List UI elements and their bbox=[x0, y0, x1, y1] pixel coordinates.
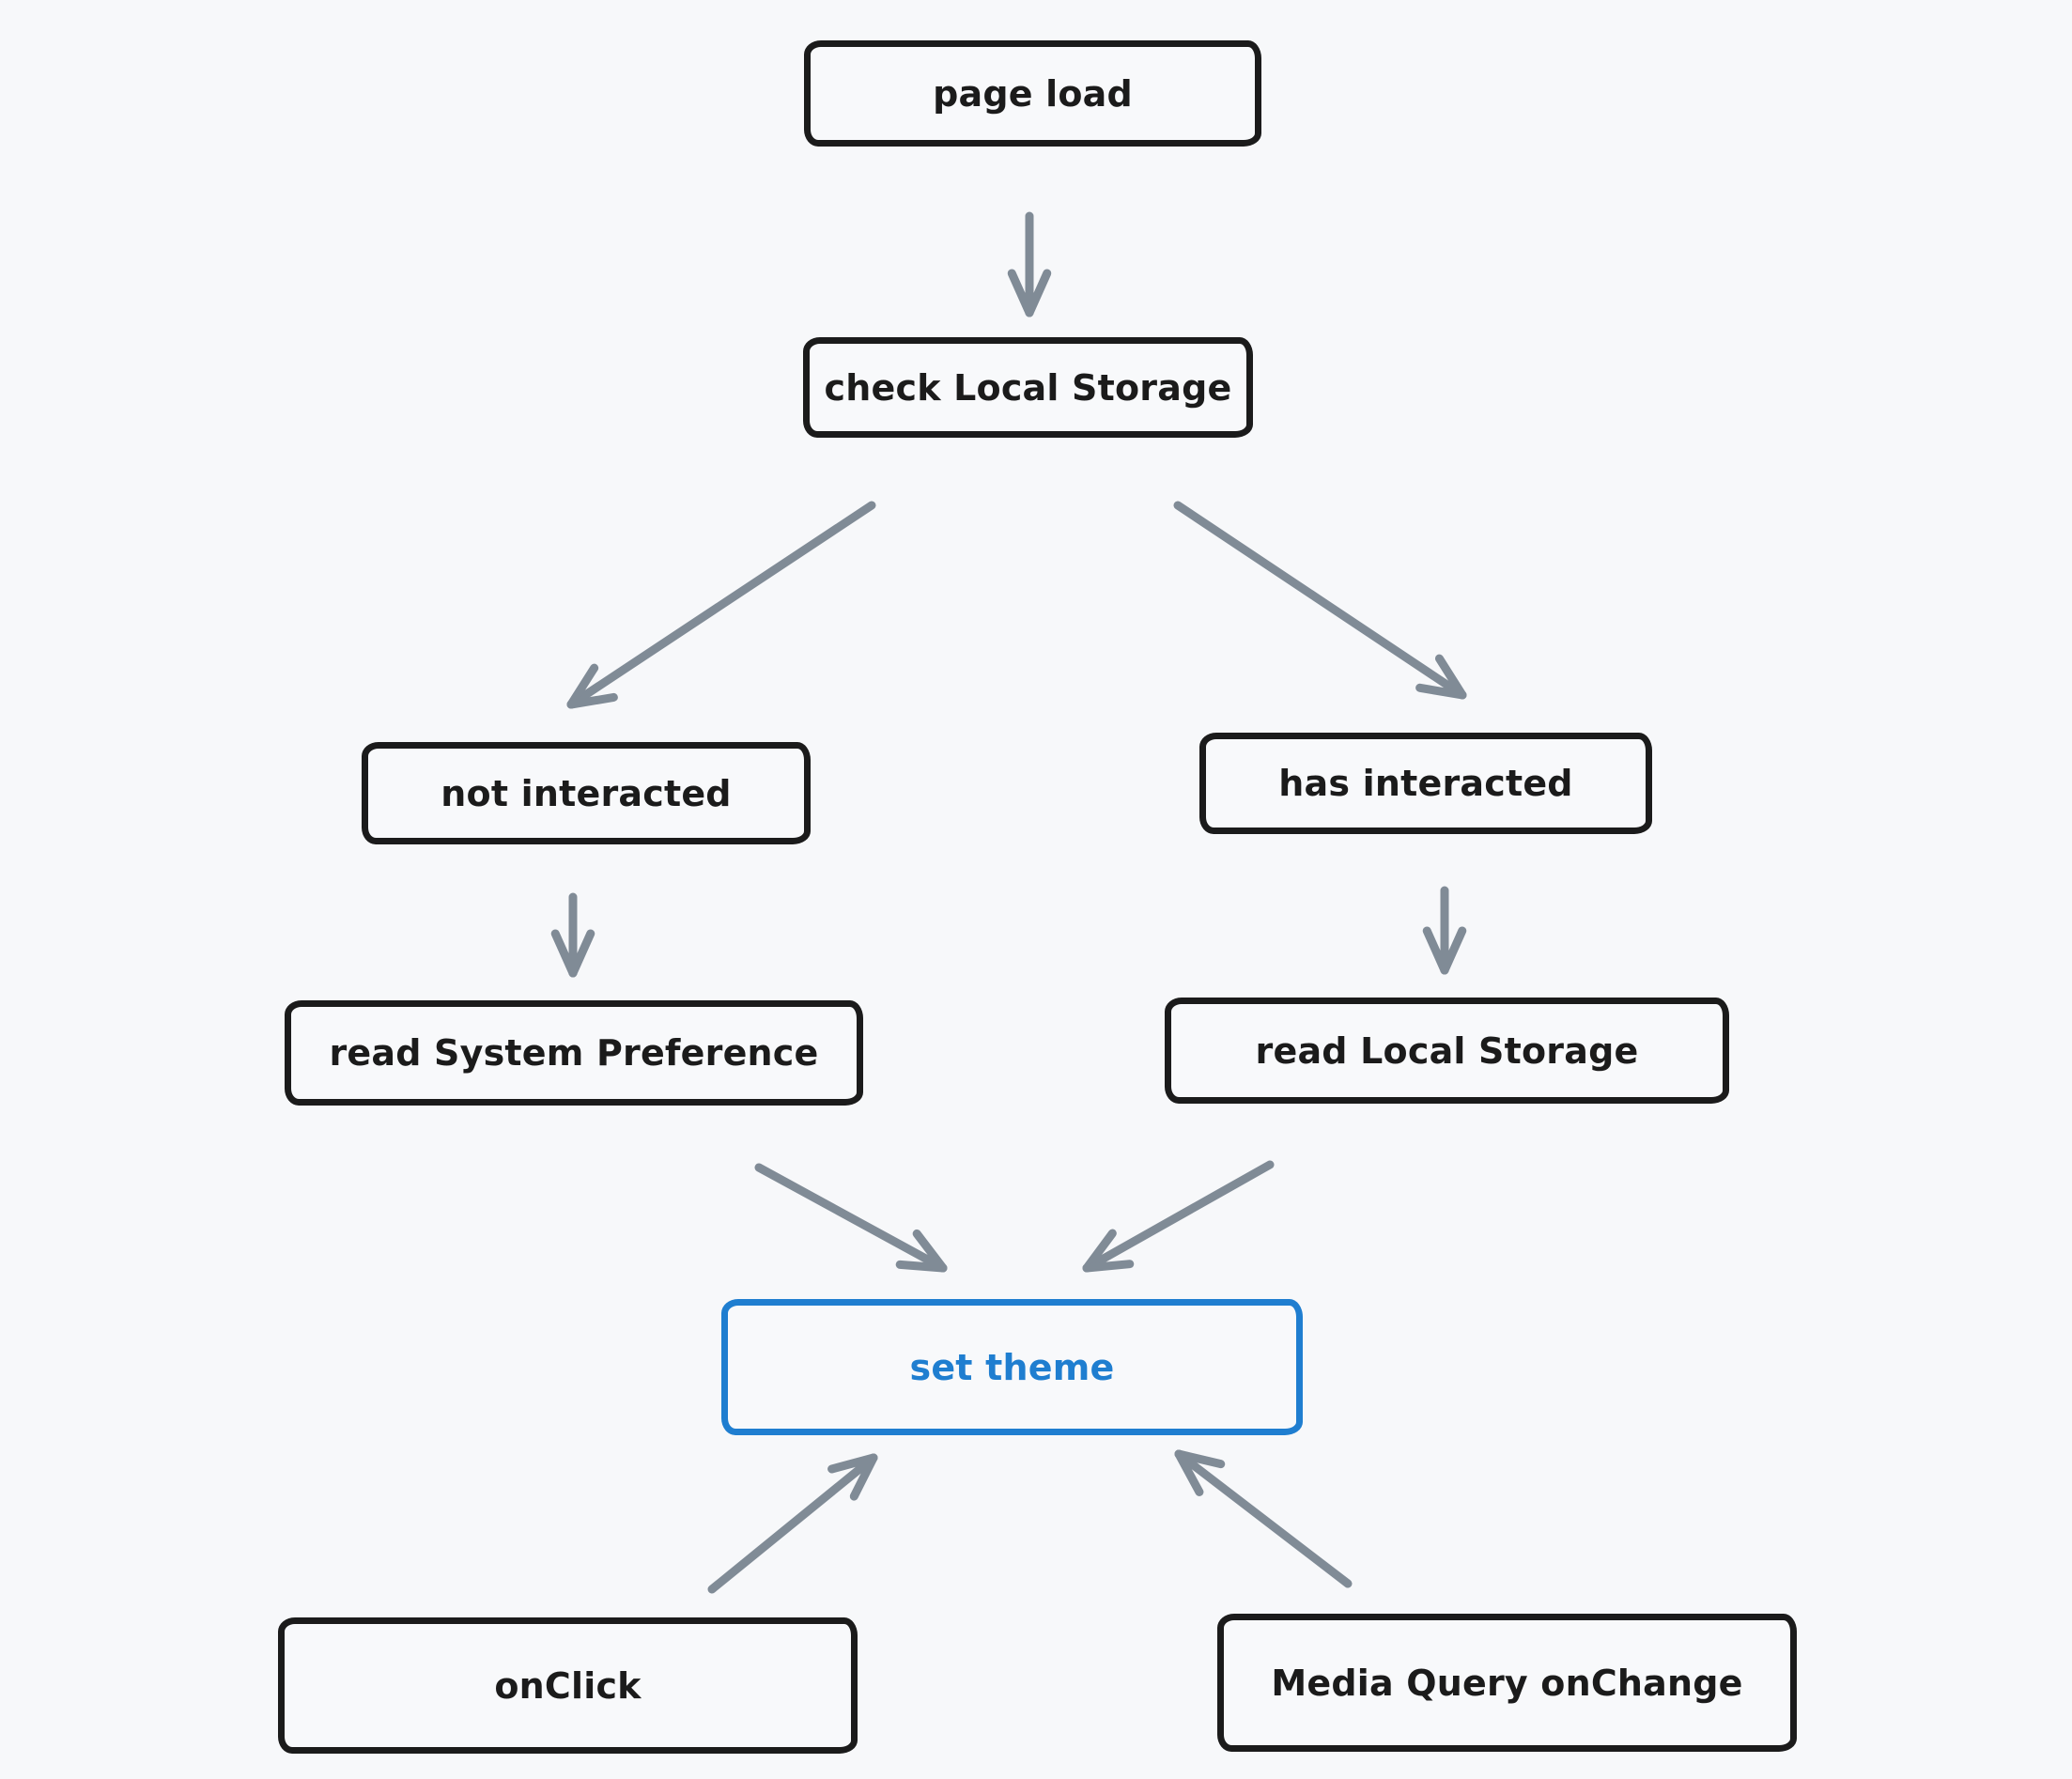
node-label: Media Query onChange bbox=[1271, 1662, 1743, 1704]
edge-not-interacted-to-read-system bbox=[550, 892, 595, 978]
edge-check-to-has-interacted bbox=[1173, 501, 1467, 700]
edge-media-query-to-set-theme bbox=[1174, 1449, 1353, 1588]
node-on-click[interactable]: onClick bbox=[278, 1617, 858, 1754]
edge-on-click-to-set-theme bbox=[707, 1453, 878, 1594]
node-label: page load bbox=[933, 72, 1133, 115]
node-label: has interacted bbox=[1278, 763, 1573, 804]
node-label: read Local Storage bbox=[1255, 1029, 1639, 1072]
node-page-load[interactable]: page load bbox=[804, 40, 1261, 147]
node-read-system-preference[interactable]: read System Preference bbox=[285, 1000, 863, 1106]
edge-has-interacted-to-read-local bbox=[1422, 886, 1467, 975]
node-label: set theme bbox=[909, 1346, 1115, 1388]
node-set-theme[interactable]: set theme bbox=[721, 1299, 1303, 1435]
node-read-local-storage[interactable]: read Local Storage bbox=[1165, 998, 1729, 1104]
node-label: check Local Storage bbox=[824, 366, 1232, 409]
node-has-interacted[interactable]: has interacted bbox=[1199, 733, 1652, 834]
node-media-query-on-change[interactable]: Media Query onChange bbox=[1217, 1614, 1797, 1752]
node-label: not interacted bbox=[441, 772, 732, 814]
edge-read-system-to-set-theme bbox=[754, 1163, 948, 1273]
edge-page-load-to-check bbox=[1007, 211, 1052, 317]
node-check-local-storage[interactable]: check Local Storage bbox=[803, 337, 1253, 438]
edge-read-local-to-set-theme bbox=[1082, 1160, 1275, 1273]
node-label: read System Preference bbox=[329, 1032, 819, 1074]
node-not-interacted[interactable]: not interacted bbox=[362, 742, 811, 844]
edge-check-to-not-interacted bbox=[566, 501, 876, 709]
node-label: onClick bbox=[494, 1664, 642, 1707]
